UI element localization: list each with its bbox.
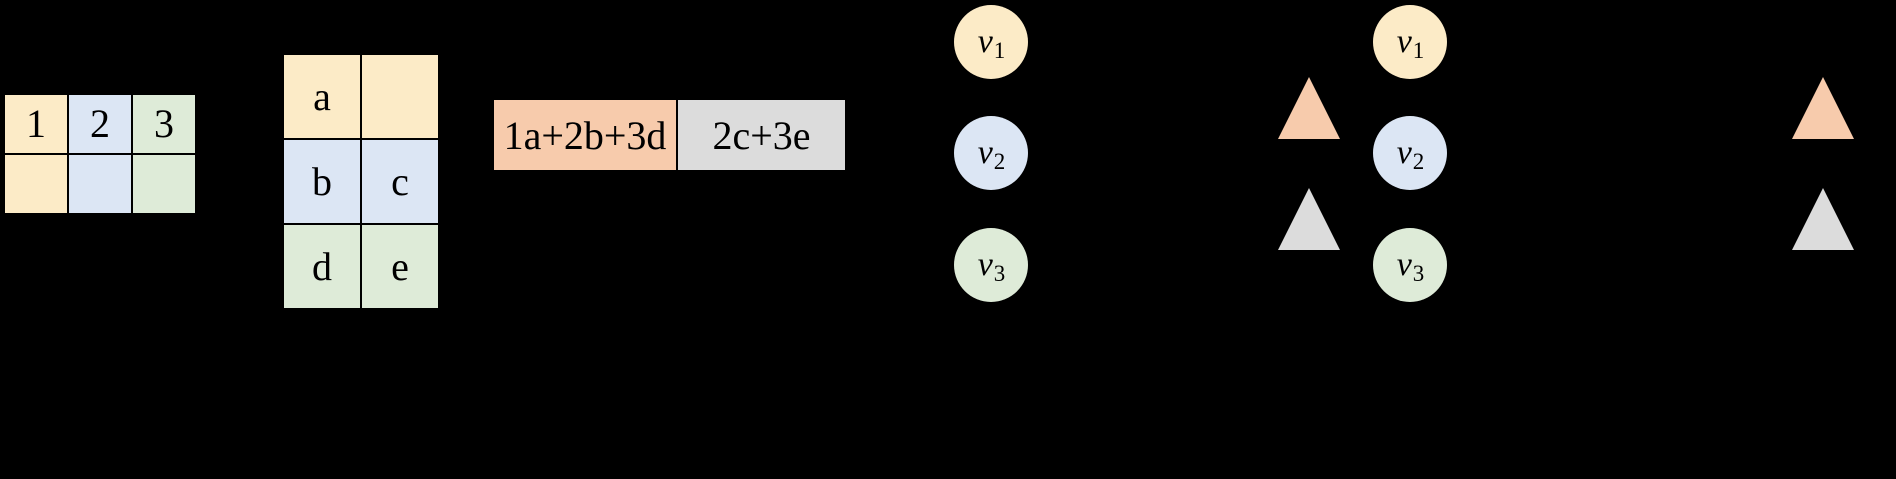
face-triangle: [1278, 77, 1340, 139]
table-cell: [131, 153, 197, 215]
vertex-label: v: [1396, 134, 1412, 171]
formula-cell: 1a+2b+3d: [494, 100, 676, 170]
table-cell: [67, 153, 133, 215]
vertex-subscript: 2: [993, 149, 1006, 174]
table-cell: [360, 53, 440, 140]
table-cell: 1: [3, 93, 69, 155]
table-cell: 2: [67, 93, 133, 155]
vertex-subscript: 2: [1412, 149, 1425, 174]
table-cell: [3, 153, 69, 215]
vertex-label: v: [1396, 246, 1412, 283]
table-cell: 3: [131, 93, 197, 155]
table-row: a: [282, 53, 440, 140]
table-cell: c: [360, 138, 440, 225]
vertex-subscript: 3: [1412, 261, 1425, 286]
face-triangle: [1792, 77, 1854, 139]
formula-cell: 2c+3e: [676, 100, 845, 170]
vertex-subscript: 3: [993, 261, 1006, 286]
table-cell: e: [360, 223, 440, 310]
face-triangle: [1278, 188, 1340, 250]
table-cell: d: [282, 223, 362, 310]
vertex-subscript: 1: [1412, 38, 1425, 63]
vertex-label: v: [1396, 23, 1412, 60]
table-cell: a: [282, 53, 362, 140]
table-cell: b: [282, 138, 362, 225]
vertex-label: v: [977, 134, 993, 171]
vertex-subscript: 1: [993, 38, 1006, 63]
table-row: [3, 153, 197, 215]
vertex-label: v: [977, 23, 993, 60]
face-triangle: [1792, 188, 1854, 250]
vertex-label: v: [977, 246, 993, 283]
